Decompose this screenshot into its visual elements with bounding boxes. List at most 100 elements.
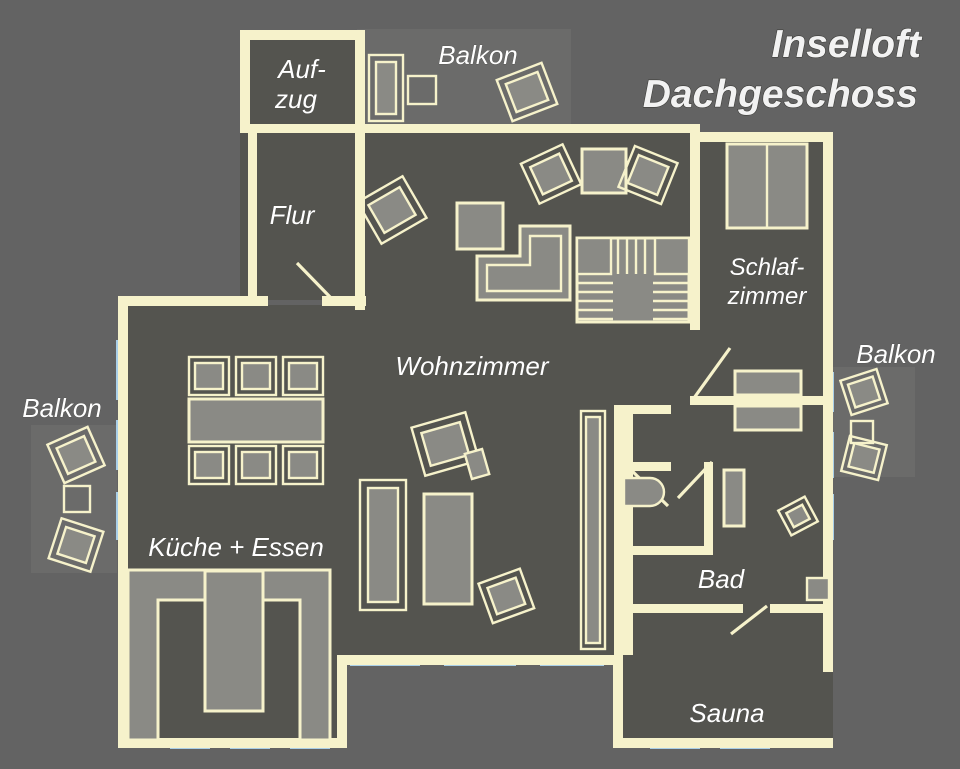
balcony-north-chair — [495, 61, 559, 123]
wall-bath-south-right — [770, 604, 833, 613]
bedroom-wardrobe-2 — [733, 404, 803, 432]
chair-inner — [55, 434, 97, 476]
living-corner-sofa-seat — [485, 234, 563, 293]
living-tall-panel — [579, 409, 607, 651]
living-shelf-unit — [575, 236, 691, 324]
wall-living-east — [614, 405, 623, 655]
bedroom-wardrobe-1 — [733, 369, 803, 397]
wall-flur-bottom-right — [322, 296, 366, 306]
wall-bedroom-top — [690, 132, 833, 142]
living-sideboard-1-inner — [366, 486, 400, 604]
armchair-inner — [625, 153, 671, 197]
toilet — [622, 476, 666, 508]
door-bath — [676, 460, 714, 500]
room-labels: Auf- zug Flur Balkon Wohnzimmer Schlaf- … — [22, 40, 936, 729]
room-label-balkon-west: Balkon — [22, 393, 102, 423]
title-line-1: Inselloft — [771, 23, 923, 66]
schlafzimmer-furniture — [725, 142, 809, 432]
chair-outer — [495, 61, 559, 123]
living-armchair-4 — [409, 410, 481, 478]
wall-living-south — [337, 655, 623, 665]
balcony-east-chair-2 — [839, 434, 889, 482]
living-armchair-5 — [476, 567, 536, 625]
armchair-inner — [528, 152, 574, 196]
wall-flur-left — [248, 133, 257, 300]
balcony-north-side-table — [406, 74, 438, 106]
kueche-furniture — [126, 355, 332, 742]
room-label-aufzug-line2: zug — [274, 84, 317, 114]
balcony-west-side-table — [62, 484, 92, 514]
dining-chair-2 — [234, 355, 278, 397]
kitchen-island — [203, 569, 265, 713]
dining-chair-4 — [187, 444, 231, 486]
wall-flur-bottom-left — [118, 296, 268, 306]
chair-outer — [838, 367, 890, 417]
wall-bedroom-left — [690, 132, 700, 330]
room-label-schlafzimmer-line1: Schlaf- — [730, 254, 805, 281]
dining-chairs-bottom — [187, 444, 325, 486]
bath-sink — [805, 576, 831, 602]
armchair-outer — [616, 144, 680, 206]
wall-bath-mid-stub — [623, 462, 671, 471]
balcony-east-side-table — [849, 419, 875, 445]
dining-table — [187, 397, 325, 444]
room-label-flur: Flur — [270, 200, 316, 230]
armchair-outer — [355, 174, 429, 246]
shelf-left-shelves — [577, 281, 613, 321]
door-flur — [295, 261, 333, 300]
dining-chair-6-seat — [287, 450, 319, 480]
room-label-balkon-nord: Balkon — [438, 40, 518, 70]
balcony-west-chair-2 — [47, 516, 105, 574]
title-line-2: Dachgeschoss — [643, 73, 918, 116]
lounger-inner — [374, 60, 398, 116]
wall-kitchen-south — [118, 738, 346, 748]
dining-chair-1-seat — [193, 361, 225, 391]
wall-aufzug-top — [240, 30, 365, 40]
chair-inner — [847, 441, 881, 475]
chair-inner — [846, 375, 882, 409]
shelf-box-right — [653, 236, 691, 276]
balcony-east-chair-1 — [838, 367, 890, 417]
room-label-wohnzimmer: Wohnzimmer — [395, 351, 549, 381]
dining-chair-1 — [187, 355, 231, 397]
door-bedroom — [692, 347, 732, 399]
chair-inner — [504, 70, 550, 114]
bad-fixtures — [622, 468, 831, 602]
dining-chair-5 — [234, 444, 278, 486]
wohnzimmer-furniture — [355, 142, 691, 651]
armchair-inner — [366, 185, 418, 235]
floor-sauna-wing — [620, 660, 833, 748]
room-label-aufzug-line1: Auf- — [276, 54, 326, 84]
wall-sauna-south — [613, 738, 833, 748]
shower-panel — [722, 468, 746, 528]
kitchen-counter-u — [126, 568, 332, 742]
walls — [118, 30, 833, 748]
living-pouf — [455, 201, 505, 251]
armchair-outer — [519, 142, 583, 206]
wall-sauna-west — [613, 655, 623, 748]
footstool — [463, 447, 491, 481]
armchair-inner — [419, 420, 471, 468]
dining-chairs-top — [187, 355, 325, 397]
wall-wc-right — [704, 462, 713, 554]
shelf-right-shelves — [653, 281, 689, 321]
wall-bath-west — [623, 405, 633, 655]
wall-bath-north-stub — [623, 405, 671, 414]
room-label-schlafzimmer-line2: zimmer — [727, 283, 808, 310]
shelf-box-left — [575, 236, 613, 276]
living-tall-panel-inner — [584, 415, 602, 645]
armchair-outer — [476, 567, 536, 625]
balcony-north-furniture — [367, 53, 559, 123]
bath-stool — [776, 494, 820, 538]
wall-bedroom-south — [690, 396, 833, 405]
dining-chair-6 — [281, 444, 325, 486]
balcony-east-furniture — [838, 367, 890, 482]
lounger-outer — [367, 53, 405, 123]
wall-bath-south-left — [623, 604, 743, 613]
wall-aufzug-left — [240, 30, 250, 128]
living-armchair-3 — [355, 174, 429, 246]
chair-inner — [55, 525, 97, 565]
floor-entry-block — [240, 30, 365, 300]
dining-chair-2-seat — [240, 361, 272, 391]
wall-aufzug-bottom — [240, 124, 365, 133]
